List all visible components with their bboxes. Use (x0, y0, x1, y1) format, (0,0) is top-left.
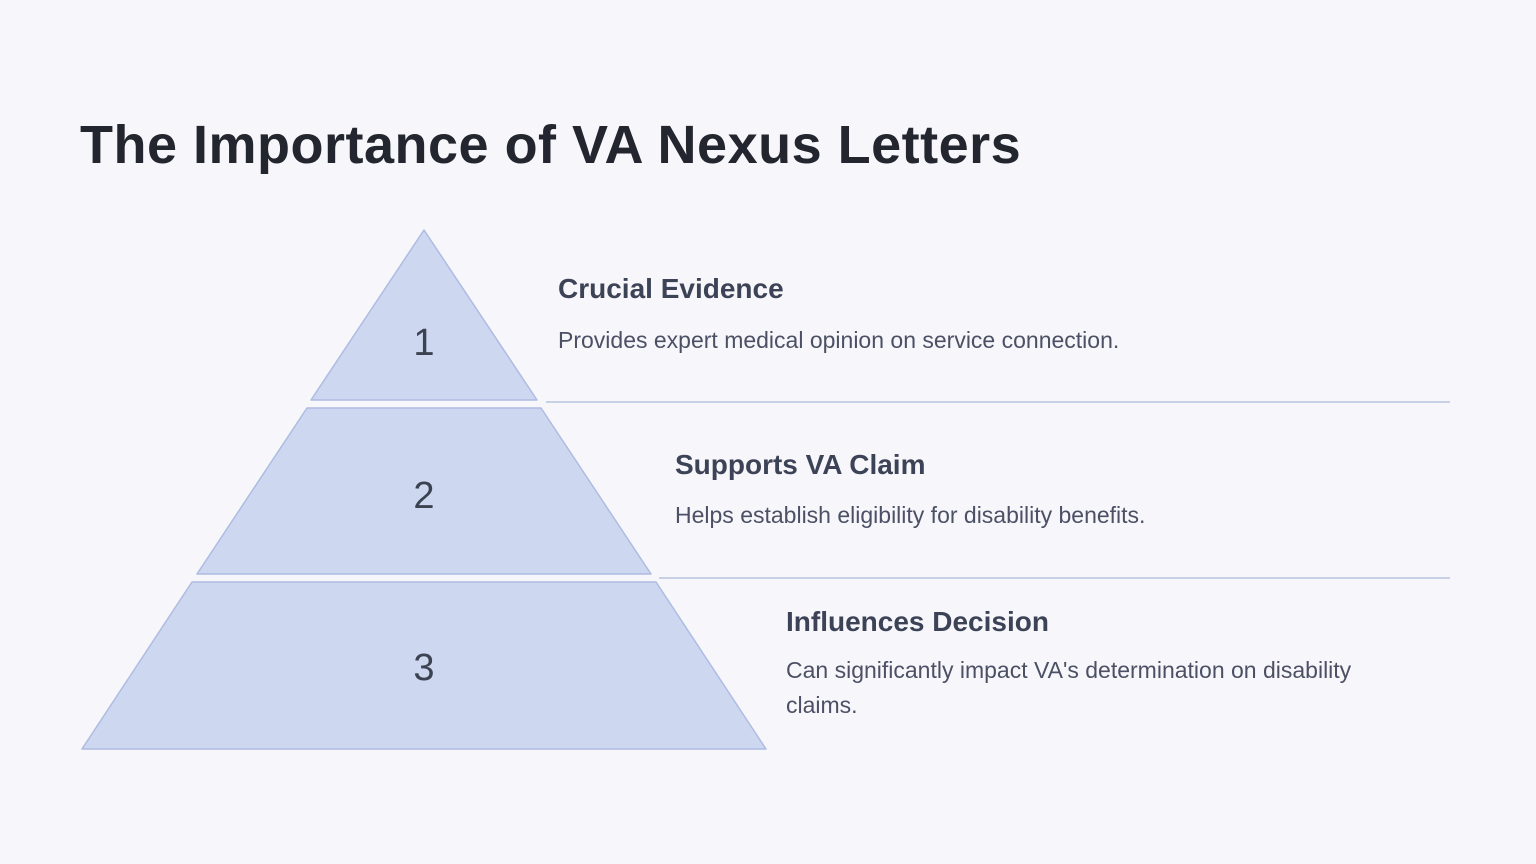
section-crucial-evidence: Crucial Evidence Provides expert medical… (558, 272, 1119, 358)
section-supports-va-claim: Supports VA Claim Helps establish eligib… (675, 448, 1145, 533)
section-title: Crucial Evidence (558, 273, 784, 304)
pyramid-tier-2 (196, 407, 652, 575)
pyramid-tier-1 (310, 229, 538, 401)
section-description: Provides expert medical opinion on servi… (558, 326, 1120, 353)
section-title: Supports VA Claim (675, 449, 926, 480)
tier-1-number: 1 (413, 322, 434, 364)
section-title: Influences Decision (786, 606, 1049, 637)
section-description: Helps establish eligibility for disabili… (675, 501, 1146, 528)
section-divider-1 (546, 401, 1450, 403)
section-influences-decision: Influences Decision Can significantly im… (786, 605, 1426, 723)
tier-3-number: 3 (413, 647, 434, 689)
section-description: Can significantly impact VA's determinat… (786, 656, 1352, 718)
page-title: The Importance of VA Nexus Letters (80, 115, 1022, 175)
tier-2-number: 2 (413, 475, 434, 517)
section-divider-2 (659, 577, 1450, 579)
pyramid-tier-3 (81, 581, 767, 750)
